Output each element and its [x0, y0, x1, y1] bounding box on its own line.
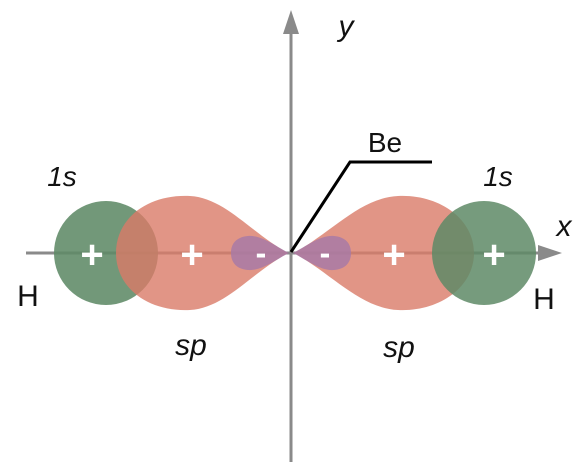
- orbital-1s-right-label: 1s: [483, 161, 513, 192]
- hydrogen-right-label: H: [533, 283, 555, 316]
- y-axis-label: y: [337, 10, 356, 43]
- y-axis-arrow: [283, 10, 299, 34]
- sign-sp-left-small: -: [256, 235, 267, 271]
- sign-sp-left-large: +: [180, 233, 203, 277]
- x-axis-label: x: [555, 210, 573, 243]
- sign-sp-right-large: +: [382, 233, 405, 277]
- labels: y x Be 1s 1s H H sp sp: [17, 10, 572, 364]
- sp-right-label: sp: [383, 331, 415, 364]
- orbital-1s-left-label: 1s: [47, 161, 77, 192]
- x-axis-arrow: [538, 245, 562, 261]
- sp-left-label: sp: [175, 329, 207, 362]
- sign-h1s-left: +: [80, 233, 103, 277]
- sign-h1s-right: +: [482, 233, 505, 277]
- be-atom-label: Be: [368, 127, 402, 158]
- sign-sp-right-small: -: [320, 235, 331, 271]
- hydrogen-left-label: H: [17, 280, 39, 313]
